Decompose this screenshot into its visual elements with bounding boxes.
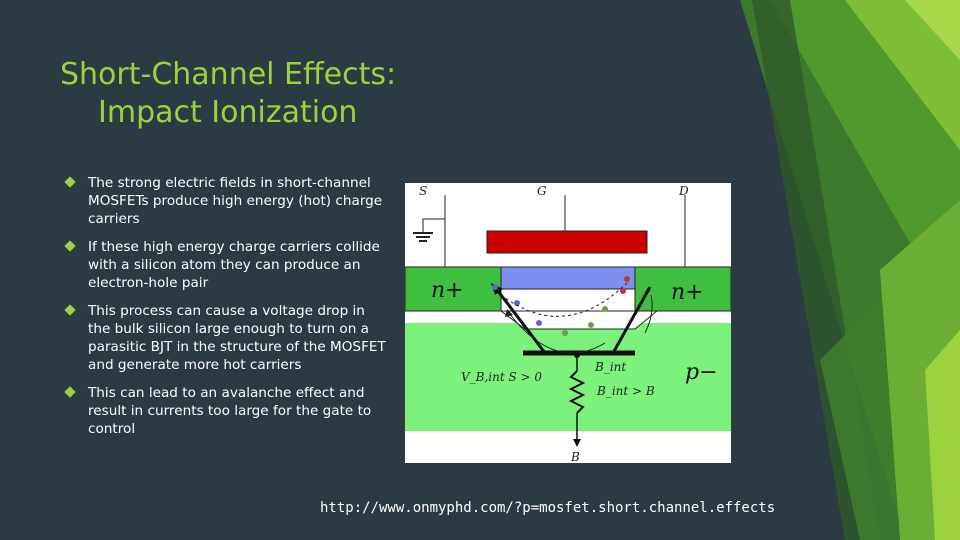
b-condition-label: B_int > B <box>596 384 655 398</box>
bulk-terminal-label: B <box>570 450 580 463</box>
p-substrate <box>405 323 731 431</box>
bullet-text: If these high energy charge carriers col… <box>88 239 380 291</box>
carrier-particles <box>492 276 630 336</box>
diamond-bullet-icon <box>64 176 76 188</box>
bullet-item: If these high energy charge carriers col… <box>64 238 386 292</box>
b-int-label: B_int <box>594 360 626 374</box>
diamond-bullet-icon <box>64 386 76 398</box>
drain-terminal-label: D <box>678 184 689 198</box>
title-line-1: Short-Channel Effects: <box>60 57 397 92</box>
v-condition-label: V_B,int S > 0 <box>461 370 542 384</box>
diamond-bullet-icon <box>64 240 76 252</box>
diamond-bullet-icon <box>64 304 76 316</box>
p-minus-label: p− <box>685 360 718 385</box>
ground-icon <box>413 232 433 242</box>
bullet-item: The strong electric fields in short-chan… <box>64 174 386 228</box>
gate-electrode <box>486 230 648 254</box>
gate-terminal-label: G <box>537 184 547 198</box>
bullet-text: The strong electric fields in short-chan… <box>88 175 383 227</box>
bullet-list: The strong electric fields in short-chan… <box>64 174 386 448</box>
channel-region <box>500 266 636 290</box>
bullet-text: This can lead to an avalanche effect and… <box>88 385 372 437</box>
source-url: http://www.onmyphd.com/?p=mosfet.short.c… <box>320 500 776 516</box>
bullet-item: This process can cause a voltage drop in… <box>64 302 386 374</box>
title-line-2: Impact Ionization <box>98 95 358 130</box>
bullet-item: This can lead to an avalanche effect and… <box>64 384 386 438</box>
source-terminal-label: S <box>419 184 427 198</box>
n-plus-drain-region <box>634 266 731 312</box>
bullet-text: This process can cause a voltage drop in… <box>88 303 386 373</box>
n-plus-left-label: n+ <box>431 278 464 303</box>
n-plus-right-label: n+ <box>671 280 704 305</box>
base-resistor <box>568 370 586 414</box>
mosfet-diagram: S G D n+ n+ p− B_int V_B,i <box>405 183 731 463</box>
slide-title: Short-Channel Effects:Impact Ionization <box>60 56 396 132</box>
